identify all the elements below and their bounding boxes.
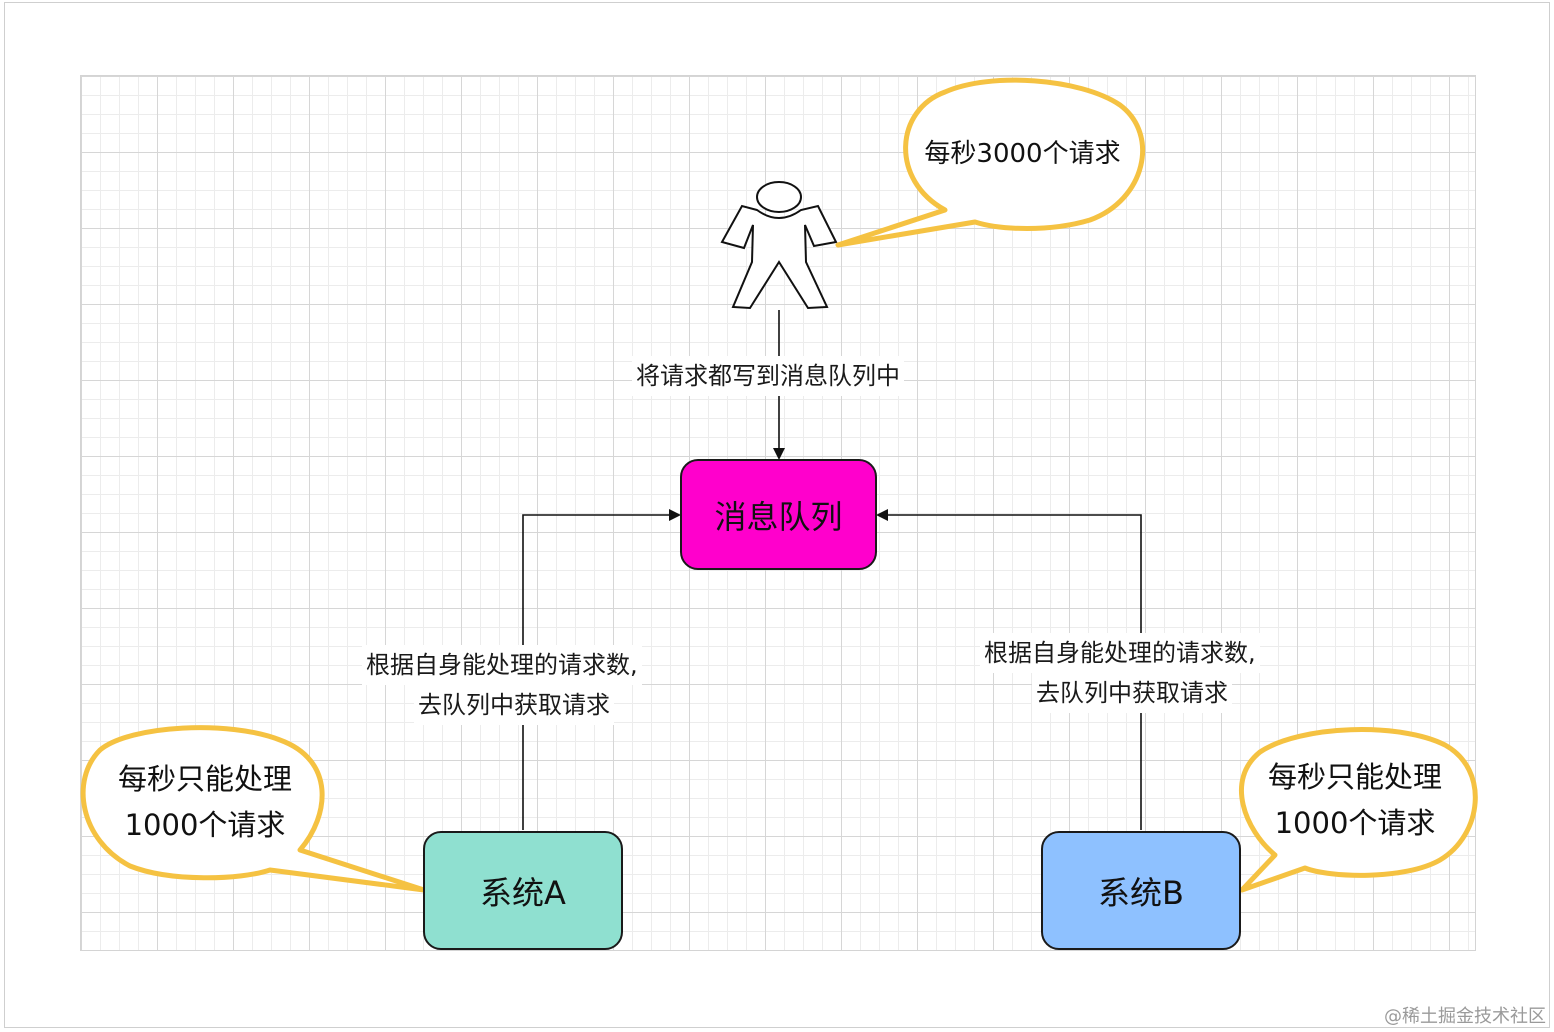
system-b-bubble-line2: 1000个请求 bbox=[1274, 806, 1436, 840]
user-actor-icon bbox=[720, 181, 838, 310]
system-a-speech-bubble bbox=[80, 725, 427, 893]
system-a-node[interactable]: 系统A bbox=[423, 831, 623, 950]
system-b-label: 系统B bbox=[1098, 873, 1184, 912]
system-a-bubble-line1: 每秒只能处理 bbox=[117, 762, 292, 796]
edge-system-b-to-queue bbox=[876, 509, 1142, 830]
system-b-speech-bubble bbox=[1239, 727, 1478, 893]
edge-label-system-a-line2: 去队列中获取请求 bbox=[414, 685, 614, 725]
message-queue-node[interactable]: 消息队列 bbox=[680, 459, 877, 570]
edge-label-system-a-line1: 根据自身能处理的请求数, bbox=[362, 645, 642, 685]
system-a-label: 系统A bbox=[480, 873, 566, 912]
edge-label-system-b-line2: 去队列中获取请求 bbox=[1032, 673, 1232, 713]
system-a-bubble-text: 每秒只能处理 1000个请求 bbox=[95, 756, 315, 848]
system-a-bubble-line2: 1000个请求 bbox=[124, 808, 286, 842]
system-b-bubble-line1: 每秒只能处理 bbox=[1267, 760, 1442, 794]
edge-system-a-to-queue bbox=[522, 509, 681, 830]
system-b-bubble-text: 每秒只能处理 1000个请求 bbox=[1245, 754, 1465, 846]
edge-label-user-to-queue: 将请求都写到消息队列中 bbox=[632, 356, 904, 396]
actor-bubble-text: 每秒3000个请求 bbox=[924, 139, 1121, 169]
message-queue-label: 消息队列 bbox=[714, 497, 843, 536]
actor-speech-bubble bbox=[835, 77, 1145, 248]
system-b-node[interactable]: 系统B bbox=[1041, 831, 1241, 950]
watermark: @稀土掘金技术社区 bbox=[1384, 1006, 1546, 1027]
edge-label-system-b-line1: 根据自身能处理的请求数, bbox=[980, 633, 1260, 673]
